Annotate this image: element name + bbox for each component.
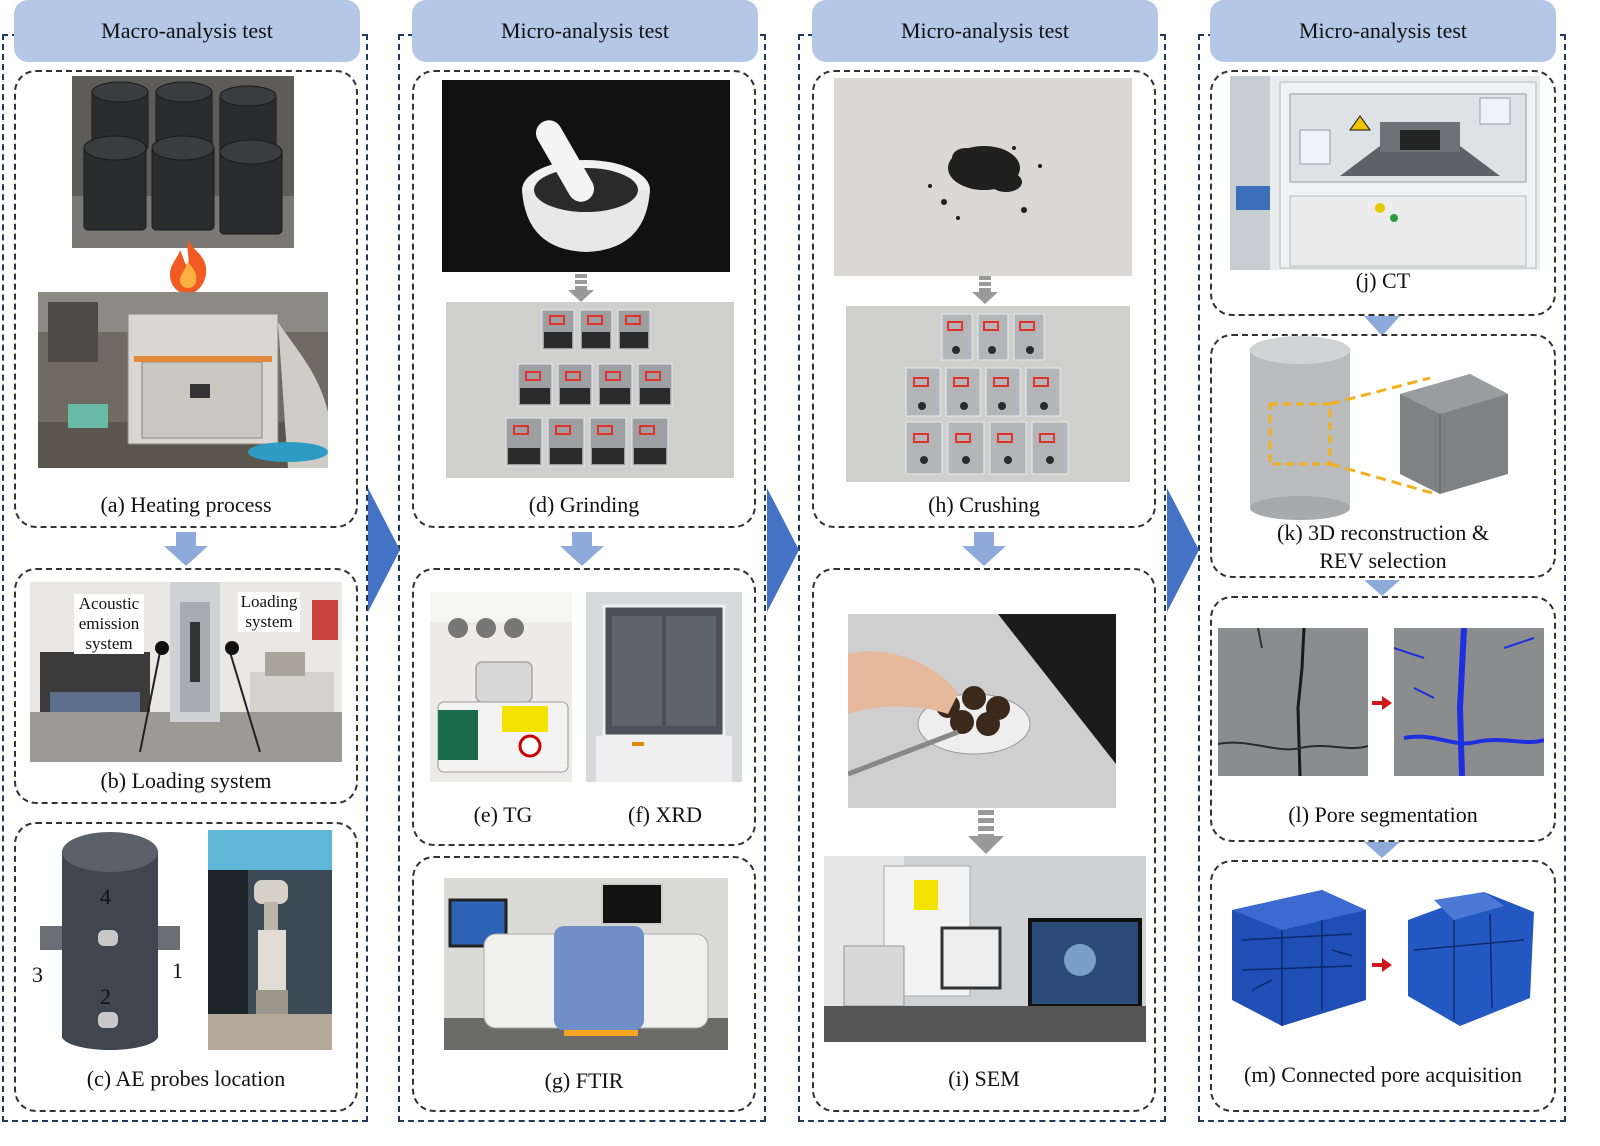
caption-connected-pore: (m) Connected pore acquisition [1244,1062,1522,1087]
caption-grinding: (d) Grinding [528,492,640,517]
loading-system-label: Loading system [238,592,300,632]
caption-3d-reconstruction-line1: (k) 3D reconstruction & [1277,520,1489,545]
caption-sem: (i) SEM [948,1066,1020,1091]
caption-ae-probes: (c) AE probes location [86,1066,286,1091]
down-arrow-k-l [1364,580,1400,596]
down-arrow-grinding [568,274,594,302]
probe-number-2: 2 [100,984,111,1009]
down-arrow-l-m [1364,842,1400,858]
down-arrow-h-i [962,532,1006,566]
sem-instrument-photo [824,856,1146,1042]
down-arrow-a-b [164,532,208,566]
ct-slice-grayscale [1218,628,1368,776]
mortar-pestle-photo [442,80,730,272]
probe-number-1: 1 [172,958,183,983]
flow-arrow-2 [767,488,799,612]
ground-powder-bags-photo [446,302,734,478]
loading-label-line2: system [245,612,293,631]
caption-3d-reconstruction-line2: REV selection [1319,548,1447,573]
ct-scanner-photo [1230,76,1540,270]
column-1-header: Macro-analysis test [14,0,360,62]
caption-loading-system: (b) Loading system [100,768,272,793]
loading-label-line1: Loading [240,592,298,611]
xrd-instrument-photo [586,592,742,782]
column-3-header: Micro-analysis test [812,0,1158,62]
down-arrow-crushing [972,276,998,304]
acoustic-label-line1: Acoustic [78,594,140,613]
pore-network-full [1232,890,1366,1026]
caption-xrd: (f) XRD [628,802,702,827]
caption-ftir: (g) FTIR [544,1068,624,1093]
sem-sample-stub-photo [848,614,1116,808]
acoustic-label-line3: system [85,634,133,653]
ae-probe-cylinder-diagram [40,832,180,1050]
ct-slice-segmented [1394,628,1544,776]
column-2-header: Micro-analysis test [412,0,758,62]
flow-arrow-3 [1167,488,1199,612]
flame-icon [170,240,207,294]
acoustic-emission-label: Acoustic emission system [74,594,144,654]
caption-pore-segmentation: (l) Pore segmentation [1288,802,1478,827]
ae-probe-setup-photo [208,830,332,1050]
crushed-sample-bags-photo [846,306,1130,482]
caption-crushing: (h) Crushing [928,492,1040,517]
pore-network-connected [1394,880,1534,1026]
caption-tg: (e) TG [473,802,533,827]
rev-selection-diagram [1250,336,1508,520]
tg-instrument-photo [430,592,572,782]
caption-heating-process: (a) Heating process [100,492,272,517]
flow-arrow-1 [368,488,400,612]
down-arrow-sem [968,810,1004,854]
caption-ct: (j) CT [1355,268,1411,293]
down-arrow-j-k [1364,316,1400,336]
probe-number-4: 4 [100,884,111,909]
red-right-arrow-2 [1372,958,1392,972]
red-right-arrow [1372,696,1392,710]
furnace-photo [38,292,328,468]
acoustic-label-line2: emission [78,614,140,633]
column-4-header: Micro-analysis test [1210,0,1556,62]
coal-samples-photo [72,76,294,248]
crushed-coal-photo [834,78,1132,276]
probe-number-3: 3 [32,962,43,987]
ftir-instrument-photo [444,878,728,1050]
down-arrow-d-ef [560,532,604,566]
